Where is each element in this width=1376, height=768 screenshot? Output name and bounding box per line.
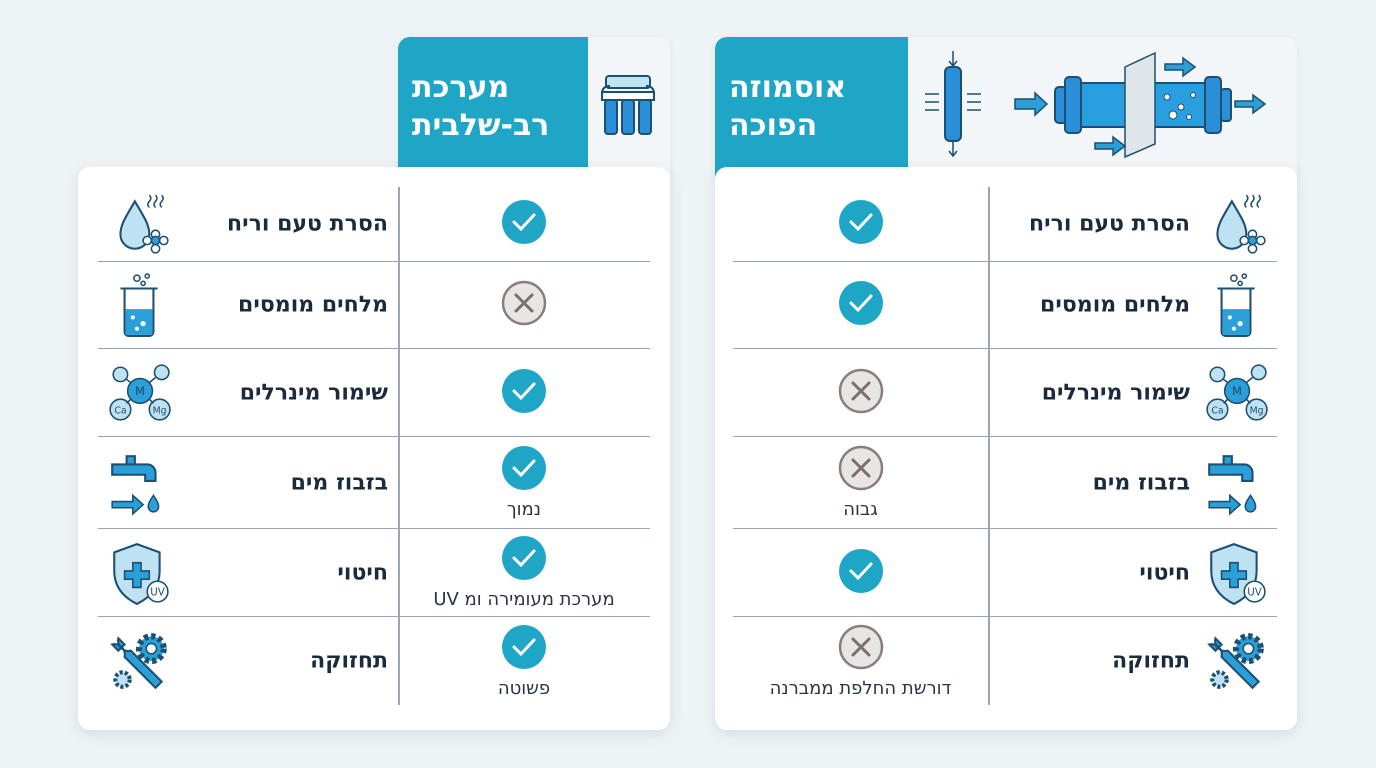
check-icon xyxy=(501,624,547,674)
feature-value: גבוה xyxy=(733,437,988,528)
water-drop-flower-icon xyxy=(1216,194,1266,254)
svg-text:M: M xyxy=(135,384,145,398)
check-icon xyxy=(501,368,547,418)
table-row: תחזוקה פשוטה xyxy=(98,617,650,705)
check-icon xyxy=(501,199,547,249)
reverse-osmosis-card: הסרת טעם וריח מלחים מומסים M Ca Mg שימור מינר… xyxy=(715,167,1297,730)
value-note: פשוטה xyxy=(497,677,551,699)
beaker-icon xyxy=(120,273,158,337)
feature-label: מלחים מומסים xyxy=(238,292,388,318)
table-row: UV חיטוי xyxy=(733,529,1277,617)
reverse-osmosis-header: אוסמוזה הפוכה xyxy=(715,37,1297,177)
beaker-icon xyxy=(1217,273,1255,337)
table-row: UV חיטוי מערכת מעומירה ומ UV xyxy=(98,529,650,617)
table-row: בזבוז מים נמוך xyxy=(98,437,650,529)
svg-text:UV: UV xyxy=(150,586,165,598)
svg-text:Ca: Ca xyxy=(1211,405,1223,416)
feature-value: דורשת החלפת ממברנה xyxy=(733,617,988,705)
feature-value xyxy=(733,187,988,261)
svg-text:Mg: Mg xyxy=(1250,405,1264,416)
feature-value xyxy=(398,349,650,436)
feature-label: בזבוז מים xyxy=(290,470,388,495)
check-icon xyxy=(501,535,547,585)
feature-label: בזבוז מים xyxy=(1092,470,1190,495)
check-icon xyxy=(838,280,884,330)
table-row: הסרת טעם וריח xyxy=(733,187,1277,262)
feature-label: הסרת טעם וריח xyxy=(227,211,388,237)
shield-uv-icon: UV xyxy=(1210,542,1266,605)
wrench-gear-icon xyxy=(1207,633,1264,690)
feature-label: מלחים מומסים xyxy=(1040,292,1190,318)
reverse-osmosis-membrane-icon xyxy=(925,51,1267,159)
feature-label: חיטוי xyxy=(337,560,388,585)
feature-value xyxy=(733,529,988,616)
feature-label: שימור מינרלים xyxy=(239,380,388,405)
table-row: מלחים מומסים xyxy=(733,262,1277,349)
svg-text:M: M xyxy=(1232,384,1242,398)
svg-text:UV: UV xyxy=(1247,586,1262,598)
wrench-gear-icon xyxy=(110,633,167,690)
check-icon xyxy=(501,445,547,495)
cross-icon xyxy=(838,445,884,495)
table-row: M Ca Mg שימור מינרלים xyxy=(98,349,650,437)
check-icon xyxy=(838,199,884,249)
svg-text:Mg: Mg xyxy=(153,405,167,416)
feature-label: שימור מינרלים xyxy=(1041,380,1190,405)
value-note: דורשת החלפת ממברנה xyxy=(769,677,952,699)
minerals-molecule-icon: M Ca Mg xyxy=(109,363,171,421)
feature-value: מערכת מעומירה ומ UV xyxy=(398,529,650,616)
water-drop-flower-icon xyxy=(119,194,169,254)
svg-text:Ca: Ca xyxy=(114,405,126,416)
feature-label: תחזוקה xyxy=(1112,648,1190,674)
cross-icon xyxy=(838,368,884,418)
feature-value: פשוטה xyxy=(398,617,650,705)
table-row: הסרת טעם וריח xyxy=(98,187,650,262)
multi-stage-title: מערכת רב-שלבית xyxy=(398,37,588,177)
table-row: מלחים מומסים xyxy=(98,262,650,349)
multi-stage-card: הסרת טעם וריח מלחים מומסים M Ca Mg שימור מינר… xyxy=(78,167,670,730)
value-note: מערכת מעומירה ומ UV xyxy=(433,589,615,610)
feature-value: נמוך xyxy=(398,437,650,528)
multi-stage-header: מערכת רב-שלבית xyxy=(398,37,670,177)
faucet-icon xyxy=(1208,454,1257,516)
check-icon xyxy=(838,548,884,598)
feature-label: חיטוי xyxy=(1139,560,1190,585)
shield-uv-icon: UV xyxy=(113,542,169,605)
feature-value xyxy=(733,349,988,436)
cross-icon xyxy=(501,280,547,330)
faucet-icon xyxy=(111,454,160,516)
feature-label: תחזוקה xyxy=(310,648,388,674)
feature-value xyxy=(398,187,650,261)
table-row: M Ca Mg שימור מינרלים xyxy=(733,349,1277,437)
reverse-osmosis-title: אוסמוזה הפוכה xyxy=(715,37,908,177)
multi-stage-filter-icon xyxy=(601,75,655,135)
value-note: נמוך xyxy=(506,499,541,520)
value-note: גבוה xyxy=(843,499,878,520)
feature-label: הסרת טעם וריח xyxy=(1029,211,1190,237)
table-row: תחזוקה דורשת החלפת ממברנה xyxy=(733,617,1277,705)
table-row: בזבוז מים גבוה xyxy=(733,437,1277,529)
cross-icon xyxy=(838,624,884,674)
minerals-molecule-icon: M Ca Mg xyxy=(1206,363,1268,421)
feature-value xyxy=(733,262,988,348)
feature-value xyxy=(398,262,650,348)
column-divider xyxy=(988,187,990,705)
column-divider xyxy=(398,187,400,705)
